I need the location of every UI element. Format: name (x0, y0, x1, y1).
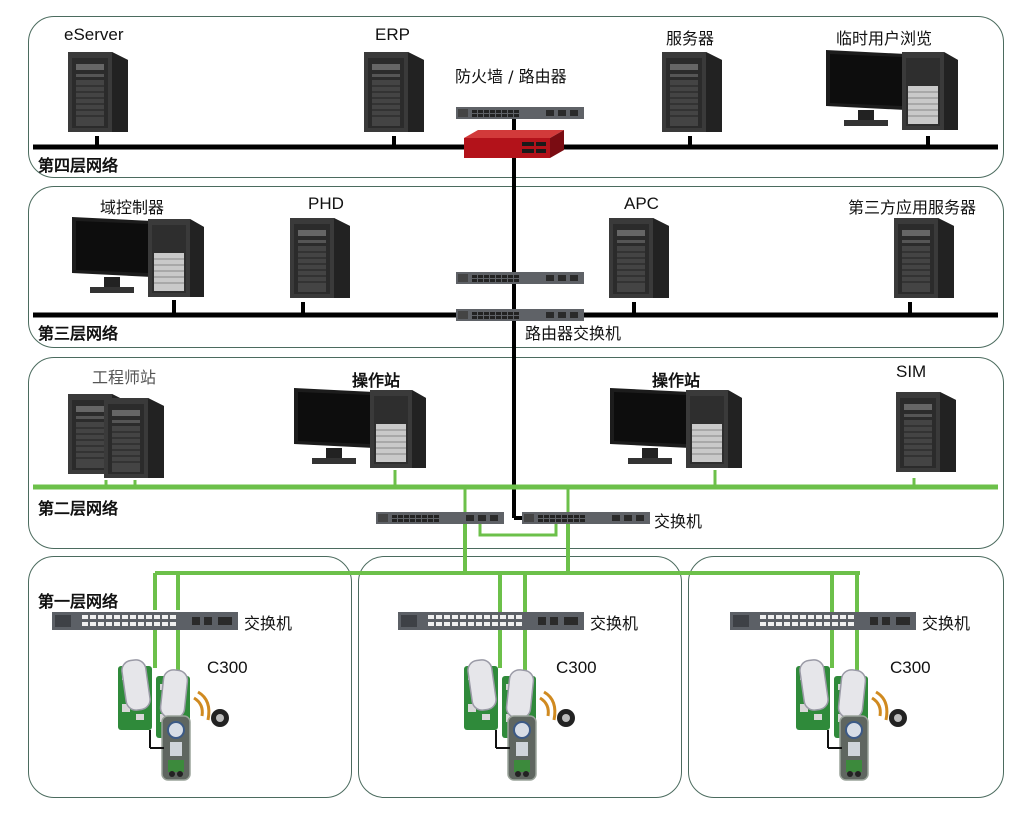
tower-server-icon (609, 218, 669, 298)
engineer-station-label: 工程师站 (92, 368, 157, 387)
layer4-title: 第四层网络 (38, 156, 119, 175)
tower-server-icon (364, 52, 424, 132)
operator-station-label-1: 操作站 (352, 371, 401, 390)
network-switch-icon (522, 512, 650, 524)
eserver-label: eServer (64, 25, 124, 44)
workstation-icon (826, 50, 958, 130)
network-switch-icon (456, 309, 584, 321)
layer1-switch-label-1: 交换机 (244, 614, 293, 633)
layer1-switch-label-3: 交换机 (922, 614, 971, 633)
temp-user-label: 临时用户浏览 (836, 29, 933, 48)
controller-label-2: C300 (556, 658, 597, 677)
erp-label: ERP (375, 25, 410, 44)
domain-controller-label: 域控制器 (100, 198, 165, 217)
controller-label-1: C300 (207, 658, 248, 677)
tower-server-icon (68, 52, 128, 132)
tower-server-icon (896, 392, 956, 472)
network-switch-icon (456, 107, 584, 119)
network-switch-icon (398, 612, 584, 630)
firewall-icon (464, 130, 564, 158)
phd-label: PHD (308, 194, 344, 213)
controller-icon (118, 659, 229, 781)
router-switch-label: 路由器交换机 (525, 324, 622, 343)
server-label: 服务器 (666, 29, 715, 48)
layer2-switch-label: 交换机 (654, 512, 703, 531)
tower-server-icon (894, 218, 954, 298)
workstation-icon (610, 388, 742, 468)
apc-label: APC (624, 194, 659, 213)
network-switch-icon (456, 272, 584, 284)
tower-server-icon (662, 52, 722, 132)
layer3-title: 第三层网络 (38, 324, 119, 343)
layer2-title: 第二层网络 (38, 499, 119, 518)
controller-label-3: C300 (890, 658, 931, 677)
sim-label: SIM (896, 362, 927, 381)
layer1-title: 第一层网络 (38, 592, 119, 611)
workstation-icon (72, 217, 204, 297)
tower-server-icon (290, 218, 350, 298)
firewall-label: 防火墙 / 路由器 (455, 67, 567, 86)
controller-icon (796, 659, 907, 781)
third-party-label: 第三方应用服务器 (848, 198, 977, 217)
network-switch-icon (730, 612, 916, 630)
network-switch-icon (376, 512, 504, 524)
layer1-switch-label-2: 交换机 (590, 614, 639, 633)
operator-station-label-2: 操作站 (652, 371, 701, 390)
controller-icon (464, 659, 575, 781)
workstation-icon (294, 388, 426, 468)
network-switch-icon (52, 612, 238, 630)
tower-server-icon (104, 398, 164, 478)
